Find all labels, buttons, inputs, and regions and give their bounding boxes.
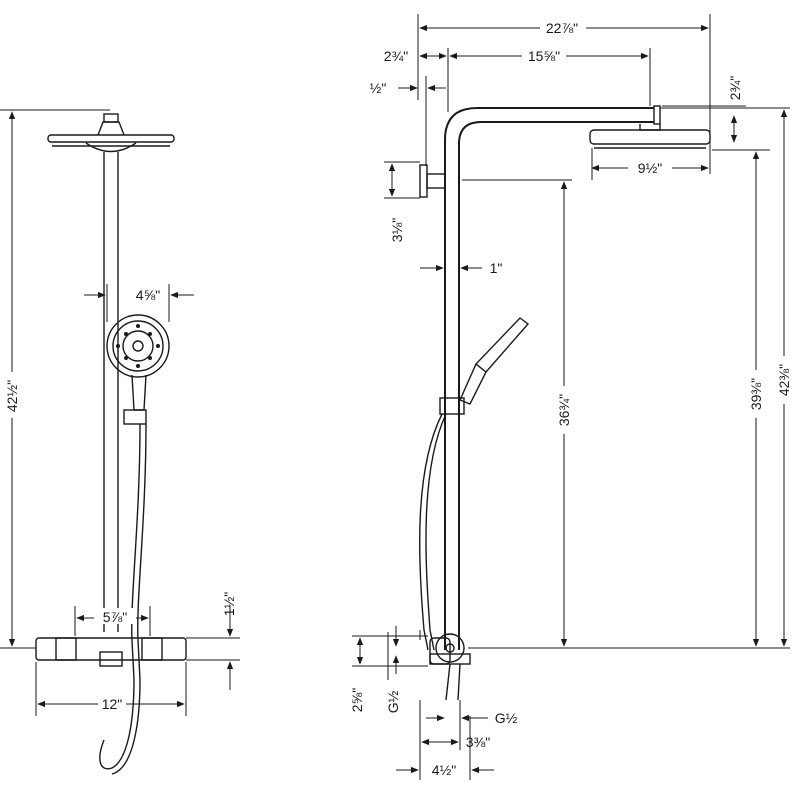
dim-valve-center: 5⅞": [74, 606, 151, 636]
wall-gap-label: ½": [370, 80, 387, 96]
rail-height-label: 36¾": [556, 394, 572, 426]
dim-head-diameter: 9½": [591, 148, 709, 180]
front-overall-height-label: 42½": [4, 380, 20, 412]
inlet-right-label: G½: [495, 710, 518, 726]
dim-arm-total: 22⅞": [417, 14, 711, 174]
riser-and-arm-side: [444, 105, 661, 650]
overhead-shower-side: [589, 124, 711, 149]
side-view: 22⅞" 2¾" 15⅝" ½" 2¾": [349, 14, 792, 780]
pipe-diameter-label: 1": [490, 260, 503, 276]
hand-shower-side: [439, 317, 530, 415]
dim-valve-height-side: 2⅝": [349, 635, 428, 712]
valve-width-label: 12": [102, 696, 123, 712]
head-clearance-label: 39⅜": [748, 378, 764, 410]
dim-side-overall-height: 42⅜": [660, 107, 792, 647]
thermostat-valve-side: [429, 633, 471, 701]
head-diameter-label: 9½": [638, 160, 662, 176]
overhead-shower-front: [47, 113, 175, 153]
dim-arm-offset: 2¾" 15⅝": [384, 47, 651, 112]
front-view: 42½" 4⅝" 5⅞" 1½": [0, 109, 240, 775]
head-height-label: 2¾": [727, 76, 743, 100]
wall-bracket-arm: [426, 173, 446, 189]
hose-side-outer: [418, 413, 443, 651]
hose-side-inner: [425, 413, 447, 651]
thermostat-valve-front: [35, 637, 187, 667]
dim-pipe-diameter: 1": [420, 260, 502, 276]
bracket-height-label: 3⅛": [389, 218, 405, 242]
dim-rail-height: 36¾": [462, 179, 790, 649]
valve-height-side-label: 2⅝": [349, 688, 365, 712]
dim-front-overall-height: 42½": [0, 109, 110, 649]
valve-total-depth-label: 4½": [432, 762, 456, 778]
dim-head-clearance: 39⅜": [748, 151, 764, 647]
arm-offset-label: 2¾": [384, 48, 408, 64]
arm-length-label: 15⅝": [528, 48, 560, 64]
dim-wall-gap: ½": [370, 76, 446, 166]
dim-valve-depth: 3⅜": [419, 700, 490, 780]
valve-height-front-label: 1½": [221, 592, 237, 616]
wall-bracket-plate: [419, 164, 428, 198]
dim-valve-width: 12": [35, 662, 187, 716]
inlet-labels: G½ G½: [385, 626, 518, 726]
shower-hose-front-outer: [111, 423, 147, 775]
arm-total-label: 22⅞": [546, 20, 578, 36]
inlet-left-label: G½: [385, 690, 401, 713]
valve-center-label: 5⅞": [103, 609, 127, 625]
handshower-width-label: 4⅝": [136, 287, 160, 303]
valve-depth-label: 3⅜": [466, 734, 490, 750]
dim-handshower-width: 4⅝": [84, 284, 194, 322]
hand-shower-front: [106, 314, 170, 425]
dim-head-height: 2¾": [662, 76, 770, 151]
shower-hose-front: [99, 423, 141, 770]
side-overall-height-label: 42⅜": [776, 364, 792, 396]
riser-pipe-front: [103, 152, 119, 632]
dim-bracket-height: 3⅛": [384, 161, 420, 242]
dim-valve-height-front: 1½": [186, 592, 240, 690]
dim-valve-total-depth: 4½": [396, 716, 494, 780]
